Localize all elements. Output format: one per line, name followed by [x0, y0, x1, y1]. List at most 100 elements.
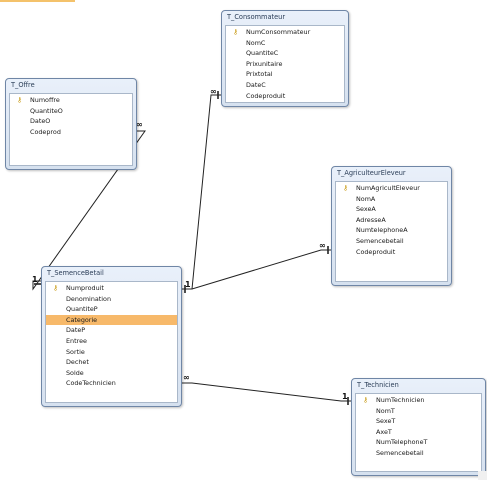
- field-row[interactable]: AxeT: [356, 427, 481, 438]
- field-name: NumConsommateur: [246, 28, 311, 36]
- field-row[interactable]: QuantiteO: [10, 106, 132, 117]
- key-icon: ⚷: [17, 96, 23, 104]
- field-list-container: ⚷ Numoffre QuantiteO DateO Codeprod: [9, 93, 133, 166]
- field-row[interactable]: ⚷ Numoffre: [10, 95, 132, 106]
- field-row[interactable]: NomA: [336, 194, 447, 205]
- field-name: NomA: [356, 194, 376, 203]
- field-row[interactable]: ⚷ NumAgricultEleveur: [336, 183, 447, 194]
- table-title[interactable]: T_Technicien: [357, 381, 399, 389]
- key-icon: ⚷: [53, 284, 59, 292]
- field-list-container: ⚷ NumConsommateur NomC QuantiteC Prixunit…: [225, 25, 345, 103]
- field-row[interactable]: DateO: [10, 116, 132, 127]
- field-row[interactable]: Codeprod: [10, 127, 132, 138]
- field-name: DateC: [246, 80, 266, 89]
- field-row[interactable]: Prixunitaire: [226, 59, 344, 70]
- field-name: NomT: [376, 406, 395, 415]
- table-card-offre[interactable]: T_Offre ⚷ Numoffre QuantiteO DateO Codepr…: [5, 78, 137, 170]
- field-row[interactable]: ⚷ NumTechnicien: [356, 395, 481, 406]
- field-row[interactable]: Semencebetail: [356, 448, 481, 459]
- field-row[interactable]: Entree: [46, 336, 177, 347]
- field-name: Codeprod: [30, 127, 61, 136]
- key-icon: ⚷: [233, 28, 239, 36]
- field-list-container: ⚷ Numproduit Denomination QuantiteP Categ…: [45, 281, 178, 403]
- field-name: Codeproduit: [356, 247, 396, 256]
- field-row[interactable]: Codeproduit: [226, 91, 344, 102]
- field-name: Entree: [66, 336, 87, 345]
- field-row[interactable]: AdresseA: [336, 215, 447, 226]
- field-row[interactable]: QuantiteC: [226, 48, 344, 59]
- field-name: SexeT: [376, 417, 396, 426]
- field-name: Semencebetail: [376, 448, 424, 457]
- field-name: Prixtotal: [246, 70, 273, 79]
- field-row[interactable]: QuantiteP: [46, 304, 177, 315]
- relationship-line-semence-agriculteur[interactable]: [182, 249, 331, 290]
- field-name: QuantiteP: [66, 305, 98, 314]
- table-title[interactable]: T_Consommateur: [227, 13, 286, 21]
- field-row[interactable]: Denomination: [46, 294, 177, 305]
- key-icon: ⚷: [363, 396, 369, 404]
- field-name: QuantiteO: [30, 106, 63, 115]
- table-title[interactable]: T_AgriculteurEleveur: [337, 169, 406, 177]
- field-name: Solde: [66, 368, 84, 377]
- field-row[interactable]: Prixtotal: [226, 69, 344, 80]
- table-card-semencebetail[interactable]: T_SemenceBetail ⚷ Numproduit Denomination…: [41, 266, 182, 407]
- field-name: Sortie: [66, 347, 85, 356]
- field-list-container: ⚷ NumTechnicien NomT SexeT AxeT NumTeleph…: [355, 393, 482, 472]
- field-name: QuantiteC: [246, 49, 279, 58]
- field-row[interactable]: Sortie: [46, 347, 177, 358]
- field-row[interactable]: Codeproduit: [336, 247, 447, 258]
- field-row[interactable]: NomC: [226, 38, 344, 49]
- field-name: DateP: [66, 326, 86, 335]
- field-row[interactable]: Solde: [46, 368, 177, 379]
- field-row[interactable]: Dechet: [46, 357, 177, 368]
- field-row[interactable]: DateC: [226, 80, 344, 91]
- table-title[interactable]: T_Offre: [11, 81, 35, 89]
- field-row[interactable]: CodeTechnicien: [46, 378, 177, 389]
- field-name: DateO: [30, 117, 51, 126]
- field-row[interactable]: SexeA: [336, 204, 447, 215]
- key-icon: ⚷: [343, 184, 349, 192]
- field-row-selected[interactable]: Categorie: [46, 314, 177, 326]
- field-row[interactable]: Semencebetail: [336, 236, 447, 247]
- rel-many-label: ∞: [136, 120, 143, 129]
- field-name: Prixunitaire: [246, 59, 283, 68]
- field-name: NumTelephoneT: [376, 438, 428, 447]
- field-name: AxeT: [376, 427, 392, 436]
- rel-one-label: 1: [185, 280, 191, 289]
- field-name: Numproduit: [66, 284, 104, 292]
- field-row[interactable]: ⚷ Numproduit: [46, 283, 177, 294]
- field-name: Categorie: [66, 315, 98, 324]
- table-card-consommateur[interactable]: T_Consommateur ⚷ NumConsommateur NomC Qua…: [221, 10, 349, 107]
- field-name: Dechet: [66, 358, 89, 367]
- field-list-container: ⚷NumAgricultEleveur NomA SexeA AdresseA …: [335, 181, 448, 282]
- table-card-technicien[interactable]: T_Technicien ⚷ NumTechnicien NomT SexeT A…: [351, 378, 486, 476]
- field-name: Denomination: [66, 294, 112, 303]
- field-row[interactable]: NumtelephoneA: [336, 225, 447, 236]
- field-row[interactable]: ⚷ NumConsommateur: [226, 27, 344, 38]
- ribbon-edge: [0, 0, 75, 2]
- field-name: CodeTechnicien: [66, 379, 116, 388]
- field-row[interactable]: NomT: [356, 406, 481, 417]
- field-name: NumAgricultEleveur: [356, 184, 420, 192]
- scrollbar-corner: [478, 471, 487, 480]
- field-row[interactable]: NumTelephoneT: [356, 437, 481, 448]
- field-row[interactable]: DateP: [46, 325, 177, 336]
- field-name: NumTechnicien: [376, 396, 425, 404]
- field-name: Numoffre: [30, 96, 60, 104]
- field-name: AdresseA: [356, 215, 386, 224]
- field-name: NumtelephoneA: [356, 226, 408, 235]
- relationship-line-technicien-semence[interactable]: [182, 382, 351, 402]
- rel-many-label: ∞: [319, 241, 326, 250]
- field-row[interactable]: SexeT: [356, 416, 481, 427]
- table-title[interactable]: T_SemenceBetail: [47, 269, 104, 277]
- rel-many-label: ∞: [183, 373, 190, 382]
- field-name: NomC: [246, 38, 266, 47]
- field-name: Codeproduit: [246, 91, 286, 100]
- relationship-line-semence-consommateur[interactable]: [182, 94, 221, 290]
- rel-one-label: 1: [32, 275, 38, 284]
- rel-one-label: 1: [342, 392, 348, 401]
- rel-many-label: ∞: [210, 87, 217, 96]
- table-card-agriculteureleveur[interactable]: T_AgriculteurEleveur ⚷ NumAgricultEleveur…: [331, 166, 452, 286]
- field-name: Semencebetail: [356, 236, 404, 245]
